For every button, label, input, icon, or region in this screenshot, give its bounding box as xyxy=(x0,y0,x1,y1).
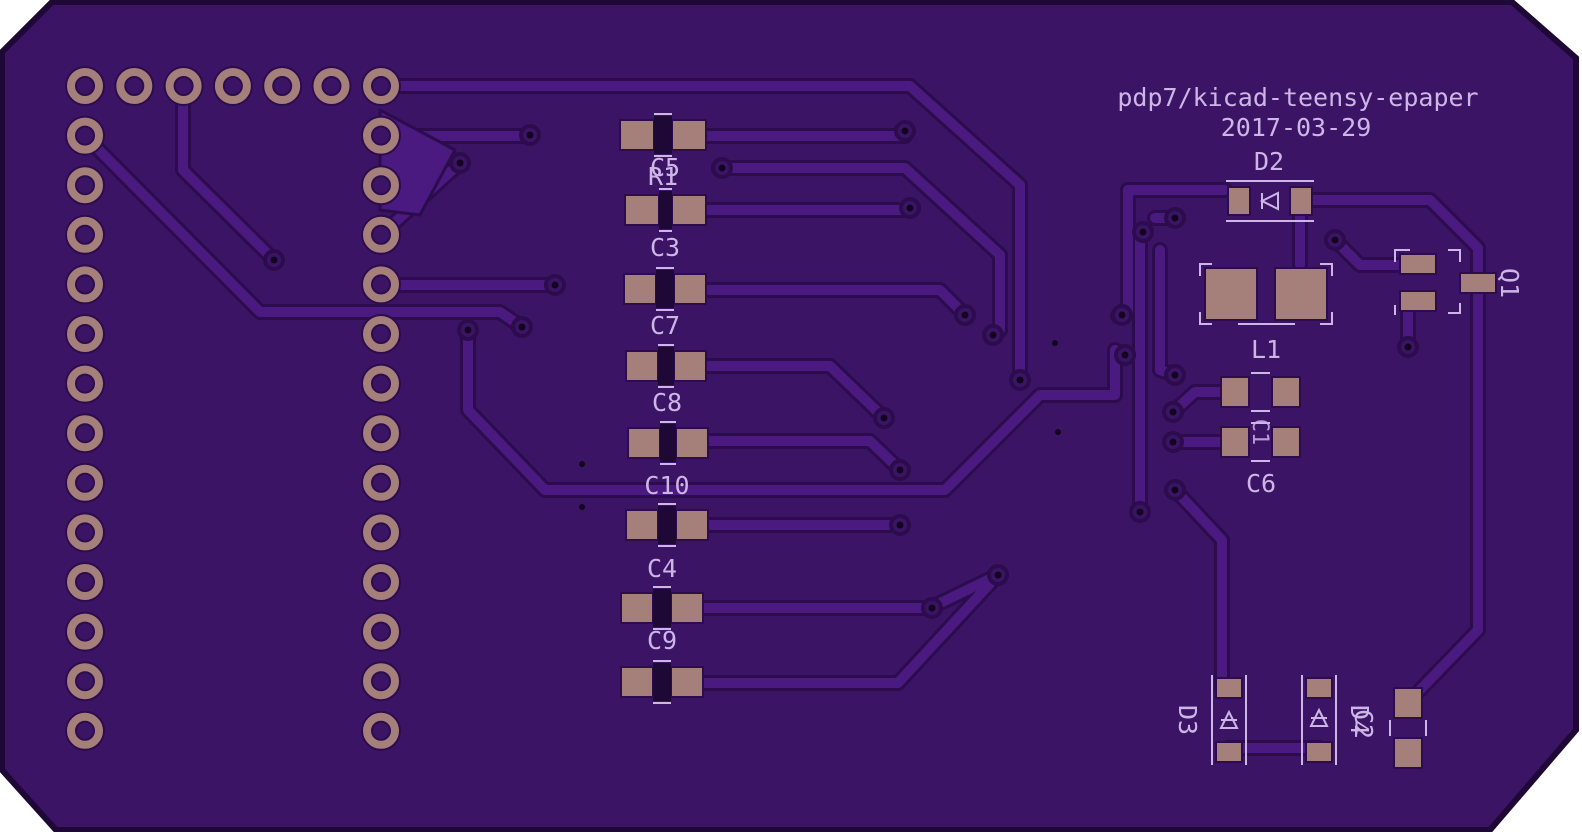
d3-footprint xyxy=(1215,677,1243,763)
label-c4: C4 xyxy=(647,554,677,583)
header-pin-left-hole xyxy=(75,671,95,692)
header-pin-left-hole xyxy=(75,522,95,543)
header-pin-left-hole xyxy=(75,472,95,493)
c6-footprint xyxy=(1220,426,1301,458)
label-d3: D3 xyxy=(1173,705,1202,735)
header-pin-left-hole xyxy=(75,125,95,146)
header-pin-left-hole xyxy=(75,572,95,592)
header-pin-right-hole xyxy=(371,175,391,196)
header-pin-left-hole xyxy=(75,324,95,344)
label-l1: L1 xyxy=(1251,335,1281,364)
header-pin-right-hole xyxy=(371,572,391,592)
header-pin-top-hole xyxy=(173,76,194,96)
label-c1: C1 xyxy=(1247,419,1272,446)
header-pin-right-hole xyxy=(371,125,391,146)
header-pin-right-hole xyxy=(371,671,391,692)
header-pin-top-hole xyxy=(222,76,243,96)
header-pin-right-hole xyxy=(371,274,391,295)
silkscreen-text: pdp7/kicad-teensy-epaper 2017-03-29 C5 R… xyxy=(644,83,1524,739)
header-pin-right-hole xyxy=(371,720,391,741)
l1-footprint xyxy=(1204,267,1328,321)
c3-footprint xyxy=(623,270,707,308)
silkscreen-outlines xyxy=(653,113,1461,765)
label-c5: C5 xyxy=(650,153,680,182)
c2-footprint xyxy=(1393,687,1423,769)
c7-footprint xyxy=(625,347,707,385)
header-pin-right-hole xyxy=(371,472,391,493)
d4-footprint xyxy=(1305,677,1333,763)
c8-footprint xyxy=(627,424,709,462)
header-pin-right-hole xyxy=(371,621,391,642)
c4-footprint xyxy=(620,589,704,627)
header-pin-left-hole xyxy=(75,175,95,196)
r1-footprint xyxy=(624,191,707,229)
header-pin-right-hole xyxy=(371,423,391,444)
header-pin-left-hole xyxy=(75,274,95,295)
label-d4: D4 xyxy=(1345,705,1374,735)
header-pin-right-hole xyxy=(371,224,391,245)
c5-footprint xyxy=(619,116,707,154)
header-pin-left-hole xyxy=(75,720,95,741)
header-pin-right-hole xyxy=(371,324,391,344)
header-pin-left-hole xyxy=(75,621,95,642)
header-pin-right-hole xyxy=(371,373,391,394)
header-pin-right-hole xyxy=(371,76,391,96)
header-pin-left-hole xyxy=(75,423,95,444)
label-q1: Q1 xyxy=(1495,268,1524,298)
c1-footprint xyxy=(1220,376,1301,408)
teensy-header-pins xyxy=(65,66,401,751)
label-r1: R1 xyxy=(648,162,678,191)
c10-footprint xyxy=(625,506,709,544)
label-c10: C10 xyxy=(644,471,689,500)
header-pin-left-hole xyxy=(75,76,95,96)
board-title: pdp7/kicad-teensy-epaper xyxy=(1117,83,1478,112)
c9-footprint xyxy=(620,663,704,701)
label-c2: C2 xyxy=(1349,709,1378,739)
label-c3: C3 xyxy=(650,233,680,262)
label-c9: C9 xyxy=(647,626,677,655)
board-date: 2017-03-29 xyxy=(1221,113,1372,142)
label-c7: C7 xyxy=(650,311,680,340)
q1-footprint xyxy=(1399,253,1497,312)
header-pin-top-hole xyxy=(321,76,342,96)
header-pin-top-hole xyxy=(272,76,293,96)
label-c8: C8 xyxy=(652,388,682,417)
smd-pads xyxy=(619,116,1497,769)
header-pin-left-hole xyxy=(75,373,95,394)
header-pin-top-hole xyxy=(124,76,145,96)
label-d2: D2 xyxy=(1254,147,1284,176)
vias xyxy=(263,120,1419,619)
label-c6: C6 xyxy=(1246,469,1276,498)
header-pin-right-hole xyxy=(371,522,391,543)
d2-footprint xyxy=(1227,186,1313,216)
header-pin-left-hole xyxy=(75,224,95,245)
